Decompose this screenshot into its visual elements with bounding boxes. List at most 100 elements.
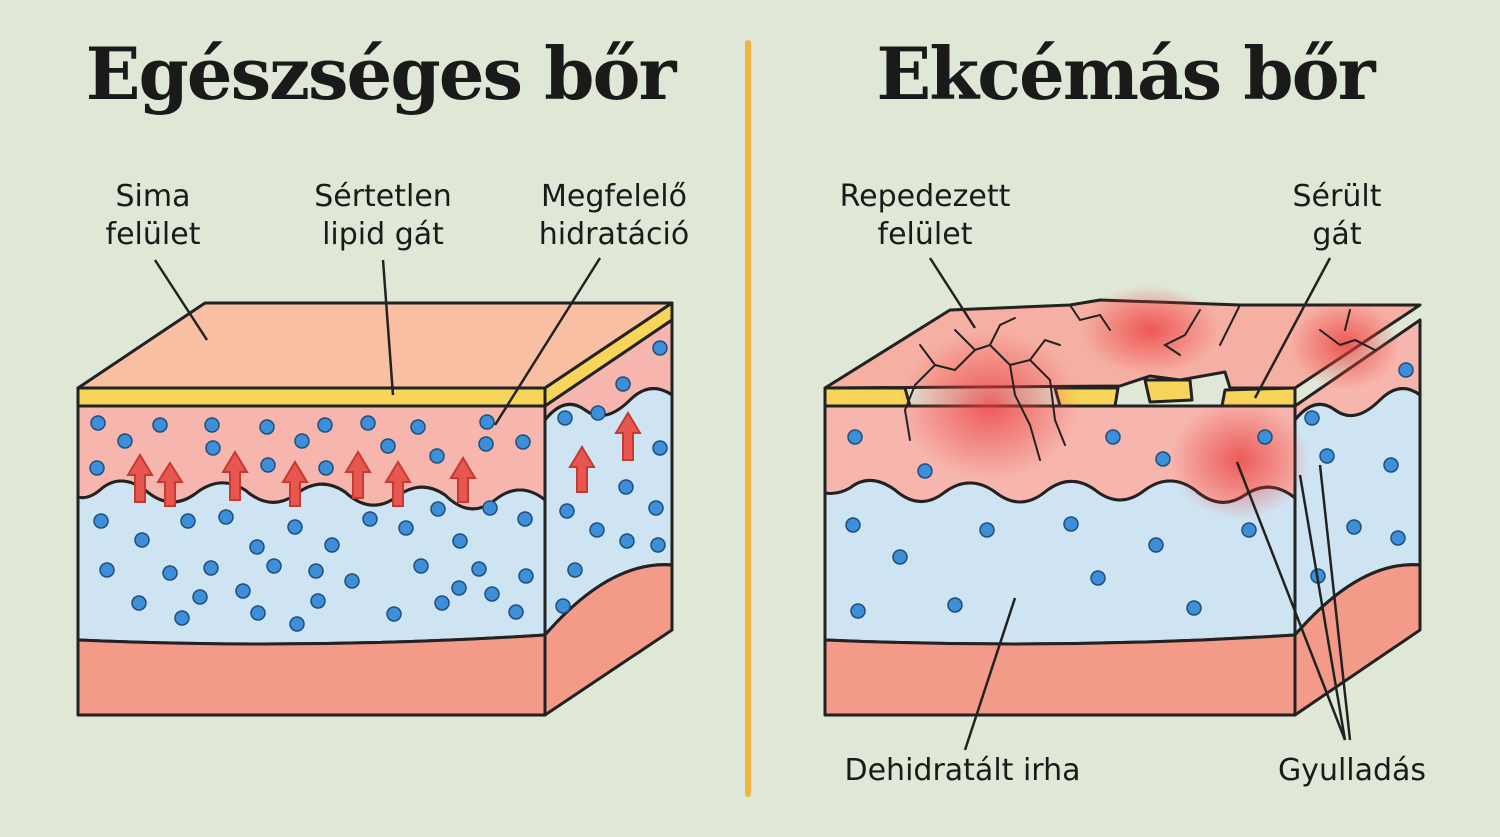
water-dot [317, 417, 333, 433]
water-dot [260, 457, 276, 473]
water-dot [567, 562, 583, 578]
water-dot [1155, 451, 1171, 467]
water-dot [250, 605, 266, 621]
water-dot [947, 597, 963, 613]
label-dehydrated-dermis: Dehidratált irha [844, 753, 1081, 788]
hypodermis-side [543, 563, 674, 717]
leader-dehydrated-dermis [963, 597, 1017, 751]
dermis-side [543, 387, 674, 637]
water-dot [99, 562, 115, 578]
label-intact-lipid-barrier: Sértetlen lipid gát [314, 179, 452, 252]
water-dot [471, 561, 487, 577]
water-dot [515, 434, 531, 450]
water-dot [430, 501, 446, 517]
leader-cracked-surface [928, 257, 977, 329]
water-dot [845, 517, 861, 533]
water-dot [162, 565, 178, 581]
lipid-barrier-fragment [1053, 386, 1120, 408]
water-dot [1148, 537, 1164, 553]
epidermis-front [76, 404, 547, 511]
water-dot [117, 433, 133, 449]
label-cracked-surface: Repedezett felület [839, 179, 1011, 252]
inflammation-spot [1170, 400, 1310, 520]
water-dot [249, 539, 265, 555]
leader-lipid-barrier [381, 259, 395, 396]
water-dot [979, 522, 995, 538]
skin-surface-top [76, 301, 674, 390]
water-dot [1398, 362, 1414, 378]
water-dot [294, 433, 310, 449]
water-dot [847, 429, 863, 445]
water-dot [1304, 410, 1320, 426]
hydration-arrow [126, 453, 154, 503]
hydration-arrow [221, 450, 249, 501]
water-dot [204, 417, 220, 433]
inflammation-spot [900, 330, 1080, 480]
crack-line [1163, 309, 1201, 356]
water-dot [235, 583, 251, 599]
hypodermis-front [823, 633, 1297, 717]
water-dot [192, 589, 208, 605]
crack-line [1219, 304, 1241, 346]
leader-hydration [493, 257, 602, 426]
water-dot [482, 500, 498, 516]
water-dot [648, 500, 664, 516]
water-dot [362, 511, 378, 527]
hydration-arrow [384, 460, 412, 507]
panel-divider [745, 40, 751, 797]
water-dot [1257, 429, 1273, 445]
water-dot [152, 417, 168, 433]
crack-line [954, 329, 1066, 446]
dermis-front [76, 479, 547, 646]
leader-inflammation-2 [1318, 464, 1352, 741]
crack-line [919, 344, 936, 366]
crack-line [1029, 338, 1061, 361]
water-dot [131, 595, 147, 611]
water-dot [517, 511, 533, 527]
hydration-arrow [568, 445, 596, 493]
water-dot [478, 436, 494, 452]
water-dot [451, 580, 467, 596]
crack-line [989, 317, 1016, 346]
hydration-arrow [614, 411, 642, 461]
water-dot [1390, 530, 1406, 546]
water-dot [1105, 429, 1121, 445]
water-dot [259, 419, 275, 435]
water-dot [559, 503, 575, 519]
water-dot [555, 598, 571, 614]
water-dot [344, 573, 360, 589]
leader-inflammation-3 [1298, 474, 1347, 741]
leader-inflammation-1 [1235, 461, 1347, 741]
water-dot [650, 537, 666, 553]
water-dot [434, 595, 450, 611]
lipid-barrier-front [76, 386, 547, 408]
water-dot [89, 460, 105, 476]
inflammation-spot [1080, 285, 1220, 375]
water-dot [174, 610, 190, 626]
water-dot [1319, 448, 1335, 464]
water-dot [308, 563, 324, 579]
water-dot [618, 479, 634, 495]
water-dot [360, 415, 376, 431]
inflammation-spot [1290, 300, 1400, 390]
lipid-barrier-side [543, 301, 674, 408]
label-proper-hydration: Megfelelő hidratáció [538, 179, 690, 252]
crack-line [1319, 329, 1376, 351]
water-dot [413, 558, 429, 574]
eczema-skin-block [823, 298, 1422, 717]
hydration-arrow [156, 461, 184, 507]
water-dot [452, 533, 468, 549]
water-dot [180, 513, 196, 529]
water-dot [1090, 570, 1106, 586]
water-dot [287, 519, 303, 535]
water-dot [652, 440, 668, 456]
epidermis-side [543, 318, 674, 422]
water-dot [479, 414, 495, 430]
crack-line [903, 349, 976, 441]
water-dot [310, 593, 326, 609]
leader-smooth-surface [153, 259, 209, 341]
lipid-barrier-fragment [1143, 378, 1194, 404]
water-dot [484, 586, 500, 602]
water-dot [93, 513, 109, 529]
